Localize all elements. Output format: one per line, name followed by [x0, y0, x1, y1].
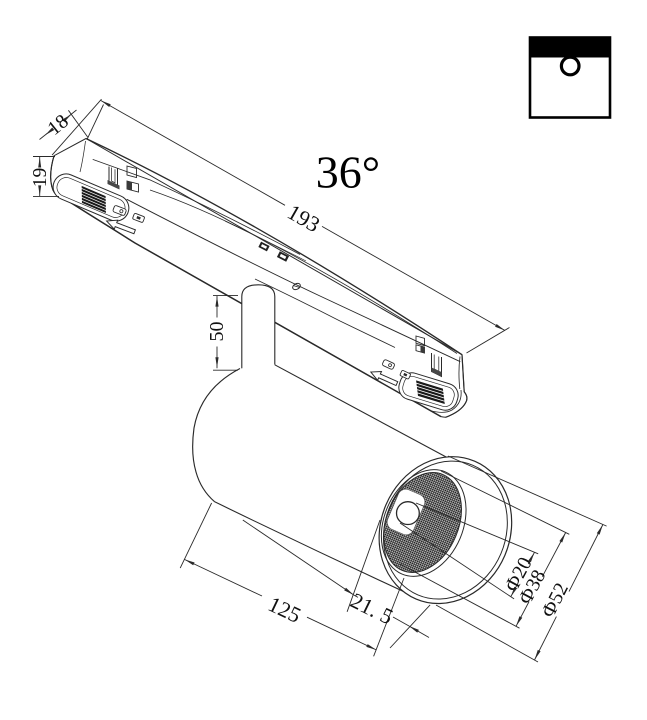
svg-text:36°: 36°: [316, 147, 380, 198]
svg-text:50: 50: [206, 322, 228, 342]
svg-text:19: 19: [30, 168, 51, 188]
